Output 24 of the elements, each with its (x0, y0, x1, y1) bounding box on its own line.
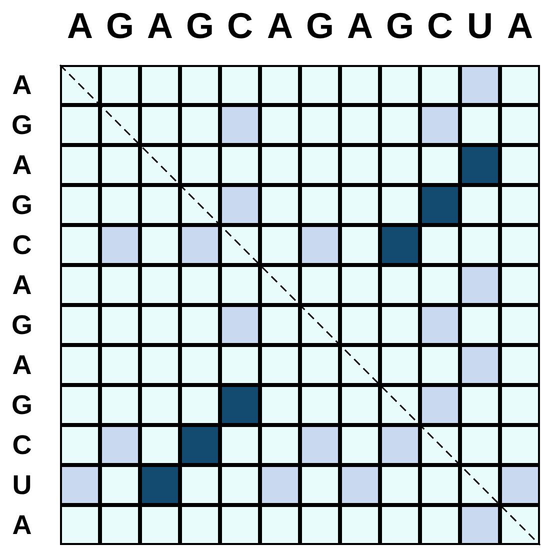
column-header: C (226, 6, 254, 46)
column-header: G (304, 6, 335, 46)
row-header: G (10, 189, 34, 222)
column-header: A (346, 6, 374, 46)
column-header: A (146, 6, 174, 46)
row-header: C (11, 229, 33, 262)
row-header: U (11, 469, 33, 502)
column-header: U (466, 6, 494, 46)
column-header: C (426, 6, 454, 46)
row-header: A (11, 69, 33, 102)
column-header: G (104, 6, 135, 46)
row-header: A (11, 509, 33, 542)
row-header: A (11, 149, 33, 182)
row-header: G (10, 309, 34, 342)
row-header: A (11, 269, 33, 302)
column-header: A (266, 6, 294, 46)
row-header: C (11, 429, 33, 462)
row-header: A (11, 349, 33, 382)
column-header: G (384, 6, 415, 46)
row-header: G (10, 109, 34, 142)
column-header: A (66, 6, 94, 46)
row-header: G (10, 389, 34, 422)
column-header: A (506, 6, 534, 46)
column-header: G (184, 6, 215, 46)
